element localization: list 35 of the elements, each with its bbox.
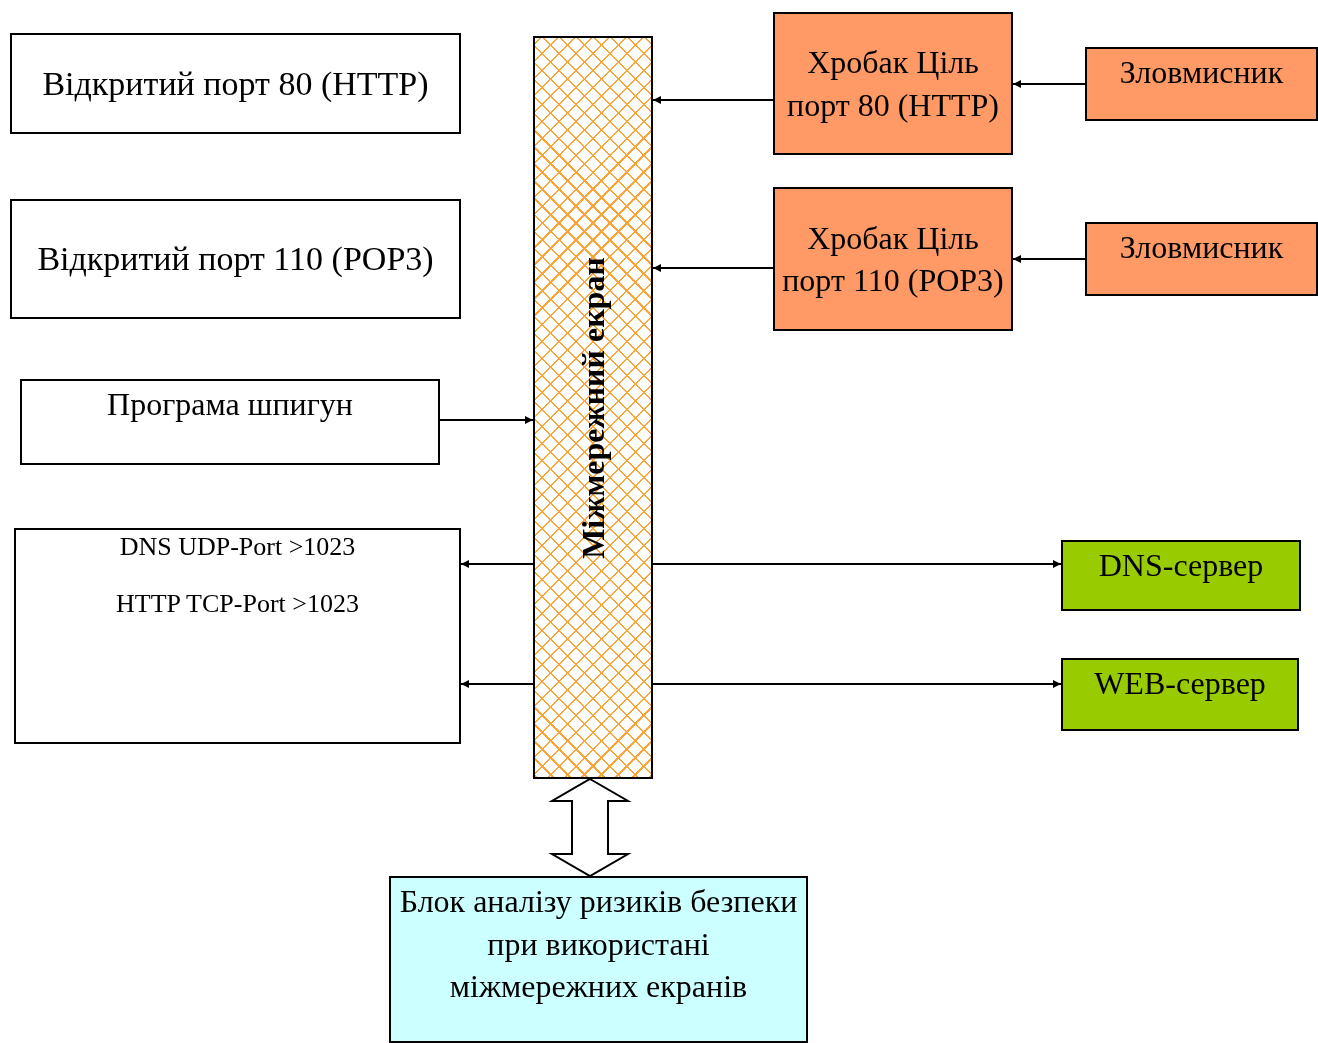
arrow — [652, 96, 774, 104]
worm-box — [773, 12, 1013, 155]
box-label: Блок аналізу ризиків безпеки при використані міжмережних екранів — [398, 882, 799, 1007]
box-label: Зловмисник — [1119, 53, 1284, 92]
arrow — [652, 680, 1062, 688]
arrow — [652, 264, 774, 272]
firewall-bar — [533, 36, 653, 779]
box-label: Програма шпигун — [107, 385, 353, 424]
port-box — [10, 33, 461, 134]
double-block-arrow — [548, 777, 632, 878]
port-box — [20, 379, 440, 465]
analysis-box — [389, 876, 808, 1043]
box-label: Хробак Ціль порт 80 (HTTP) — [786, 43, 1000, 125]
arrow — [439, 416, 534, 424]
worm-box — [1085, 47, 1318, 121]
arrow — [1012, 80, 1086, 88]
box-label: Відкритий порт 110 (POP3) — [37, 239, 434, 280]
port-box — [14, 528, 461, 744]
server-box — [1061, 658, 1299, 731]
server-box — [1061, 540, 1301, 611]
box-label: Відкритий порт 80 (HTTP) — [42, 63, 429, 104]
box-label: Зловмисник — [1119, 228, 1284, 267]
worm-box — [1085, 222, 1318, 296]
box-label: DNS UDP-Port >1023 — [119, 532, 356, 562]
port-box — [10, 199, 461, 319]
worm-box — [773, 187, 1013, 331]
arrow — [460, 680, 534, 688]
arrow — [652, 560, 1062, 568]
firewall-label: Міжмережний екран — [574, 256, 612, 559]
box-label: Хробак Ціль порт 110 (POP3) — [781, 218, 1005, 300]
arrow — [460, 560, 534, 568]
box-label: DNS-сервер — [1098, 546, 1264, 585]
box-label: WEB-сервер — [1094, 664, 1266, 703]
box-label: HTTP TCP-Port >1023 — [116, 589, 359, 619]
arrow — [1012, 255, 1086, 263]
